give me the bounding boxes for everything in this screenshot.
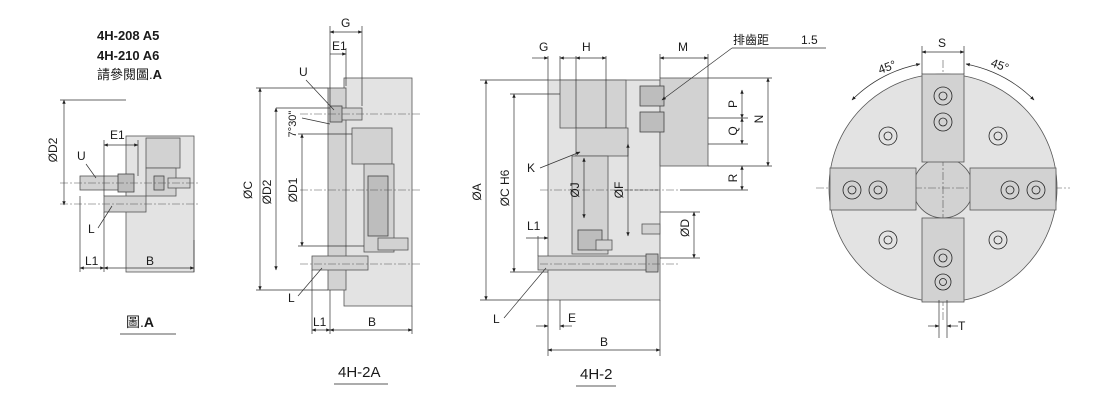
dim-c-4h2a: ØC [241, 181, 255, 199]
model-label-1: 4H-208 A5 [97, 28, 159, 43]
dim-f-4h2: ØF [612, 182, 626, 199]
dim-l1-a: L1 [85, 254, 99, 268]
figure-a-caption: 圖.A [126, 314, 154, 330]
dim-c-4h2: ØC H6 [498, 169, 512, 206]
dim-g-4h2: G [539, 40, 548, 54]
4h2-jaw [537, 255, 659, 271]
caption-4h2: 4H-2 [580, 366, 613, 383]
dim-e1-a: E1 [110, 128, 125, 142]
dim-b-a: B [146, 254, 154, 268]
dim-angle-4h2a: 7°30" [287, 111, 299, 138]
dim-d2-a: ØD2 [46, 137, 60, 162]
dim-r-4h2: R [726, 173, 740, 182]
angle-right: 45° [989, 56, 1011, 75]
angle-left: 45° [876, 57, 898, 76]
see-figure-note: 請參閱圖.A [97, 67, 163, 82]
dim-e-4h2: E [568, 311, 576, 325]
model-label-2: 4H-210 A6 [97, 48, 159, 63]
dim-u-4h2a: U [299, 65, 308, 79]
jaw-left [829, 167, 917, 211]
dim-d2-4h2a: ØD2 [260, 179, 274, 204]
jaw-top [921, 73, 965, 163]
dim-b-4h2: B [600, 335, 608, 349]
dim-u-a: U [77, 149, 86, 163]
4h2a-jaw [311, 255, 369, 271]
dim-q-4h2: Q [726, 126, 740, 135]
front-view: 45° 45° S T [816, 36, 1070, 338]
dim-k-4h2: K [527, 161, 535, 175]
dim-l-4h2a: L [288, 291, 295, 305]
dim-t: T [958, 319, 966, 333]
view-4h2: G H M 排齒距 1.5 P Q N R K ØA ØC H [470, 33, 826, 387]
jaw-right [969, 167, 1057, 211]
dim-e1-4h2a: E1 [332, 39, 347, 53]
view-4h2a: G E1 U 7°30" ØC ØD2 ØD1 L L1 B 4H-2A [241, 16, 420, 385]
jaw-bolts [842, 86, 1046, 291]
dim-h-4h2: H [582, 40, 591, 54]
dim-b-4h2a: B [368, 315, 376, 329]
dim-j-4h2: ØJ [568, 182, 582, 197]
figure-a-jaw [103, 195, 147, 213]
dim-a-4h2: ØA [470, 183, 484, 200]
pitch-label: 排齒距 [733, 33, 769, 47]
dim-s: S [938, 36, 946, 50]
dim-l1-4h2a: L1 [313, 315, 327, 329]
caption-4h2a: 4H-2A [338, 364, 381, 381]
jaw-bottom [921, 217, 965, 303]
dim-n-4h2: N [752, 115, 766, 124]
dim-g-4h2a: G [341, 16, 350, 30]
pitch-value: 1.5 [801, 33, 818, 47]
4h2-cylinder [659, 77, 709, 167]
dim-l1-4h2: L1 [527, 219, 541, 233]
dim-d-4h2: ØD [678, 219, 692, 237]
mounting-bolts [878, 126, 1008, 250]
figure-a: 4H-208 A5 4H-210 A6 請參閱圖.A ØD2 E1 U L [46, 28, 200, 335]
dim-p-4h2: P [726, 100, 740, 108]
dim-d1-4h2a: ØD1 [286, 177, 300, 202]
dim-l-4h2: L [493, 312, 500, 326]
dim-l-a: L [88, 222, 95, 236]
dim-m-4h2: M [678, 40, 688, 54]
